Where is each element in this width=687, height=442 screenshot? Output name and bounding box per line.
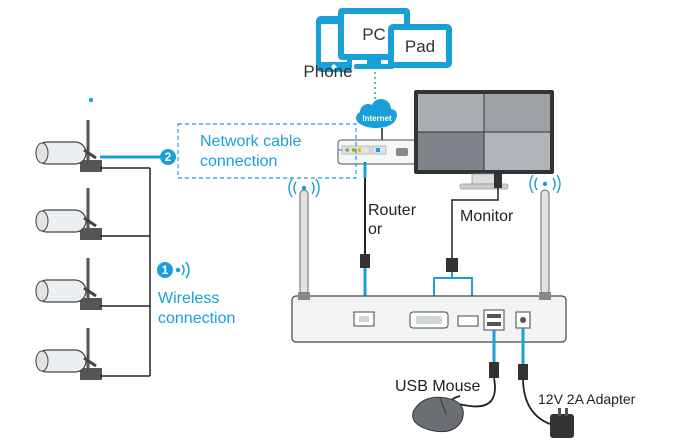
internet-label: Internet bbox=[362, 114, 392, 123]
network-badge: 2 bbox=[160, 149, 176, 165]
network-label-2: connection bbox=[200, 153, 277, 170]
usb-mouse-label: USB Mouse bbox=[395, 378, 480, 395]
wifi-signal-icon bbox=[529, 174, 561, 194]
nvr-antenna-left bbox=[298, 189, 310, 300]
router-device bbox=[337, 139, 417, 165]
nvr-device bbox=[291, 295, 567, 343]
svg-text:1: 1 bbox=[162, 263, 169, 277]
wifi-signal-icon bbox=[175, 261, 190, 279]
network-cable-box bbox=[177, 123, 357, 179]
camera-bus-lines bbox=[100, 167, 151, 377]
pad-icon bbox=[388, 24, 452, 68]
camera-icon bbox=[35, 120, 102, 172]
router-label-1: Router bbox=[368, 202, 417, 219]
camera-icon bbox=[35, 328, 102, 380]
pad-label: Pad bbox=[405, 37, 435, 56]
power-adapter-icon bbox=[550, 408, 574, 438]
camera-group bbox=[35, 120, 102, 380]
pc-label: PC bbox=[362, 25, 386, 44]
monitor-device bbox=[414, 90, 554, 190]
vga-plug bbox=[446, 258, 458, 272]
wireless-label-1: Wireless bbox=[158, 290, 219, 307]
power-cable bbox=[518, 328, 551, 425]
camera-icon bbox=[35, 258, 102, 310]
camera-icon bbox=[35, 188, 102, 240]
router-label-2: or bbox=[368, 221, 383, 238]
wifi-signal-icon bbox=[288, 178, 320, 198]
monitor-label: Monitor bbox=[460, 208, 514, 225]
internet-cloud-icon: Internet bbox=[356, 99, 397, 128]
phone-label: Phone bbox=[303, 62, 352, 81]
wifi-signal-icon bbox=[88, 97, 94, 103]
lan-plug bbox=[360, 254, 370, 268]
adapter-label: 12V 2A Adapter bbox=[538, 391, 636, 407]
monitor-cable bbox=[451, 172, 502, 258]
network-label-1: Network cable bbox=[200, 133, 301, 150]
usb-mouse-icon bbox=[412, 396, 464, 433]
svg-text:2: 2 bbox=[165, 150, 172, 164]
nvr-antenna-right bbox=[539, 189, 551, 300]
wireless-label-2: connection bbox=[158, 310, 235, 327]
wireless-badge: 1 bbox=[157, 262, 173, 278]
client-devices: PC Pad Phone bbox=[303, 8, 452, 81]
